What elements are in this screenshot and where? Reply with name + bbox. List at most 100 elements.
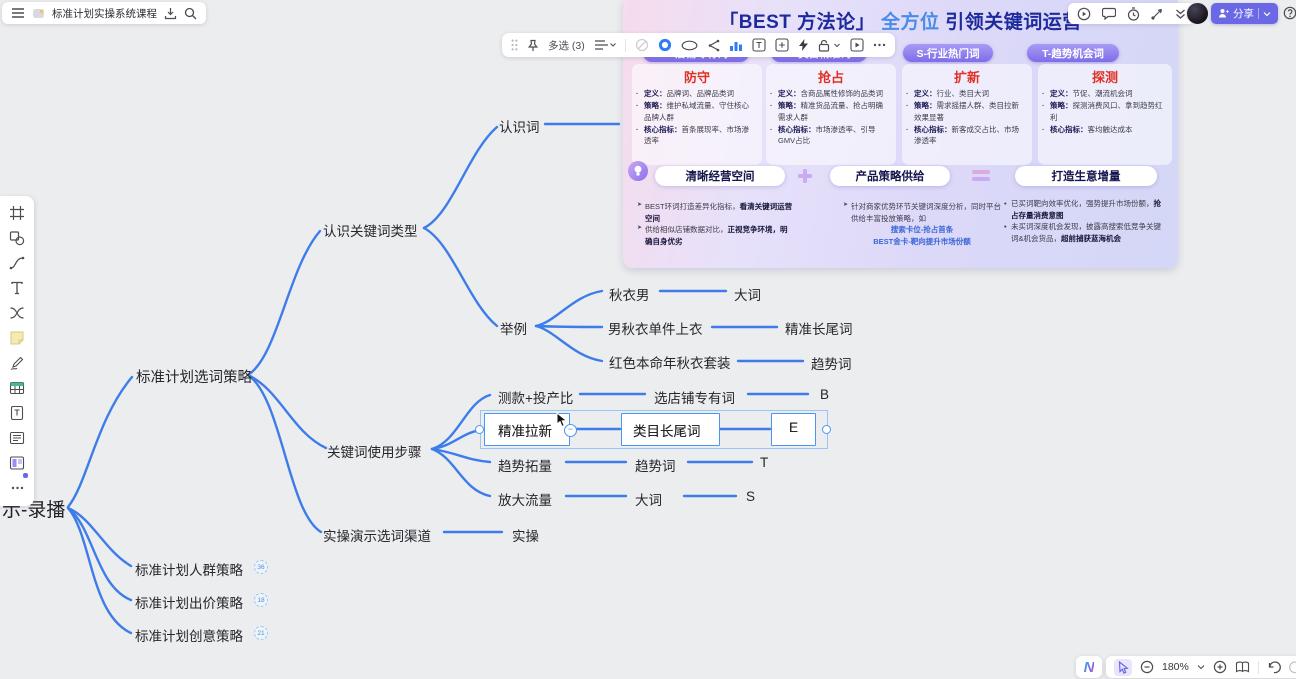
node-demo-label[interactable]: 实操 — [512, 529, 539, 544]
sticky-note-tool-icon[interactable] — [9, 329, 26, 346]
node-step-3[interactable]: 趋势拓量 — [498, 459, 552, 474]
node-example-3[interactable]: 红色本命年秋衣套装 — [609, 356, 731, 371]
kanban-tool-icon[interactable] — [9, 454, 26, 471]
document-title[interactable]: 标准计划实操系统课程 — [52, 7, 157, 20]
tactic-title: 扩新 — [953, 70, 980, 85]
app-brand-button[interactable]: N — [1076, 656, 1102, 678]
node-example-1-type[interactable]: 大词 — [734, 288, 761, 303]
poster-bullet: 策略：精准货品流量、抢占明确需求人群 — [766, 100, 896, 123]
divider — [1258, 8, 1259, 19]
document-tool-icon[interactable] — [9, 404, 26, 421]
summary-bullet: BEST环词打造差异化指标，看清关键词运营空间 — [637, 201, 793, 224]
selected-node-box[interactable] — [484, 413, 570, 446]
count-badge[interactable]: 21 — [254, 626, 268, 640]
shape-oval-icon[interactable] — [681, 40, 698, 51]
play-demo-icon[interactable] — [1077, 7, 1091, 21]
select-tool-button[interactable] — [1114, 658, 1132, 676]
node-step-2-word[interactable]: 类目长尾词 — [633, 424, 701, 439]
search-icon[interactable] — [184, 7, 197, 20]
present-node-icon[interactable] — [850, 38, 864, 52]
poster-bullet: 定义：含商品属性修饰的品类词 — [766, 88, 896, 100]
more-options-icon[interactable] — [873, 43, 886, 47]
tactic-title: 探测 — [1091, 70, 1118, 85]
node-example[interactable]: 举例 — [500, 322, 527, 337]
pen-tool-icon[interactable] — [9, 354, 26, 371]
curve-connector-tool-icon[interactable] — [9, 254, 26, 271]
selected-node-box[interactable] — [771, 413, 816, 446]
node-bid-strategy[interactable]: 标准计划出价策略 — [135, 596, 243, 611]
help-icon[interactable] — [1283, 6, 1296, 20]
user-avatar[interactable] — [1186, 2, 1209, 25]
node-example-3-type[interactable]: 趋势词 — [811, 357, 852, 372]
node-step-2-word[interactable]: 类目长尾词 — [633, 424, 701, 439]
timer-icon[interactable] — [1127, 6, 1140, 21]
node-step-1[interactable]: 测款+投产比 — [498, 391, 574, 406]
node-creative-strategy[interactable]: 标准计划创意策略 — [135, 629, 243, 644]
stroke-color-icon[interactable] — [658, 38, 672, 52]
table-tool-icon[interactable] — [9, 379, 26, 396]
minimap-icon[interactable] — [1235, 661, 1250, 673]
node-step-2-letter[interactable]: E — [789, 420, 799, 435]
app-logo-icon — [32, 7, 45, 20]
redo-icon[interactable] — [1288, 660, 1296, 674]
laser-pointer-icon[interactable] — [1151, 7, 1164, 20]
node-step-2[interactable]: 精准拉新 — [498, 424, 552, 439]
zoom-out-icon[interactable] — [1140, 660, 1154, 674]
node-example-2[interactable]: 男秋衣单件上衣 — [608, 322, 703, 337]
undo-icon[interactable] — [1267, 660, 1281, 674]
drag-handle-icon[interactable] — [511, 39, 518, 51]
node-example-2-type[interactable]: 精准长尾词 — [785, 322, 853, 337]
divider — [624, 38, 626, 52]
node-step-3-word[interactable]: 趋势词 — [635, 459, 676, 474]
node-keyword-types[interactable]: 认识关键词类型 — [323, 224, 418, 239]
comment-icon[interactable] — [1102, 7, 1116, 20]
frame-tool-icon[interactable] — [9, 204, 26, 221]
more-tools-icon[interactable] — [9, 473, 28, 496]
no-fill-icon[interactable] — [635, 38, 649, 52]
node-word-select-strategy[interactable]: 标准计划选词策略 — [136, 370, 252, 386]
node-step-4-word[interactable]: 大词 — [635, 493, 662, 508]
summary-col-growth: 已买词靶向效率优化，强势提升市场份额，抢占存量消费意图 未买词深度机会发现，披露… — [1003, 198, 1167, 245]
node-know-word[interactable]: 认识词 — [499, 120, 540, 135]
text-tool-icon[interactable] — [752, 38, 766, 52]
node-step-2[interactable]: 精准拉新 — [498, 424, 552, 439]
pin-icon[interactable] — [527, 39, 539, 52]
selected-node-box[interactable] — [621, 413, 720, 446]
count-badge[interactable]: 36 — [254, 560, 268, 574]
poster-title-suffix: 引领关键词运营 — [945, 12, 1082, 33]
node-keyword-steps[interactable]: 关键词使用步骤 — [327, 445, 422, 460]
lock-menu-icon[interactable] — [818, 39, 841, 52]
node-example-1[interactable]: 秋衣男 — [609, 288, 650, 303]
align-menu-icon[interactable] — [594, 39, 616, 51]
collapse-toolbar-icon[interactable] — [1175, 8, 1186, 20]
zoom-in-icon[interactable] — [1213, 660, 1227, 674]
node-step-1-word[interactable]: 选店铺专有词 — [654, 391, 735, 406]
mindmap-tool-icon[interactable] — [9, 304, 26, 321]
import-icon[interactable] — [164, 7, 177, 20]
share-dropdown-icon[interactable] — [1263, 11, 1271, 17]
node-audience-strategy[interactable]: 标准计划人群策略 — [135, 563, 243, 578]
selection-handle-right[interactable] — [822, 425, 831, 434]
count-badge[interactable]: 18 — [254, 593, 268, 607]
node-step-4-letter[interactable]: S — [746, 489, 756, 504]
connector-icon[interactable] — [707, 39, 720, 52]
poster-bullet: 策略：需求摇摆人群、类目拉新效果显著 — [902, 100, 1032, 123]
text-tool-icon[interactable] — [9, 279, 26, 296]
menu-icon[interactable] — [11, 7, 25, 19]
list-tool-icon[interactable] — [9, 429, 26, 446]
node-step-4[interactable]: 放大流量 — [498, 493, 552, 508]
node-step-3-letter[interactable]: T — [760, 455, 769, 470]
node-step-2-letter[interactable]: E — [789, 420, 799, 435]
quick-style-icon[interactable] — [798, 38, 809, 52]
multi-select-label: 多选 (3) — [548, 39, 585, 52]
insert-node-icon[interactable] — [775, 38, 789, 52]
chart-style-icon[interactable] — [729, 39, 743, 52]
new-feature-dot — [22, 473, 28, 478]
zoom-dropdown-icon[interactable] — [1197, 664, 1205, 670]
node-step-1-letter[interactable]: B — [820, 387, 830, 402]
share-button[interactable]: 分享 — [1211, 3, 1278, 24]
zoom-level[interactable]: 180% — [1162, 661, 1189, 673]
node-demo-channel[interactable]: 实操演示选词渠道 — [323, 529, 431, 544]
shapes-tool-icon[interactable] — [9, 229, 26, 246]
selection-handle-left[interactable] — [475, 425, 484, 434]
